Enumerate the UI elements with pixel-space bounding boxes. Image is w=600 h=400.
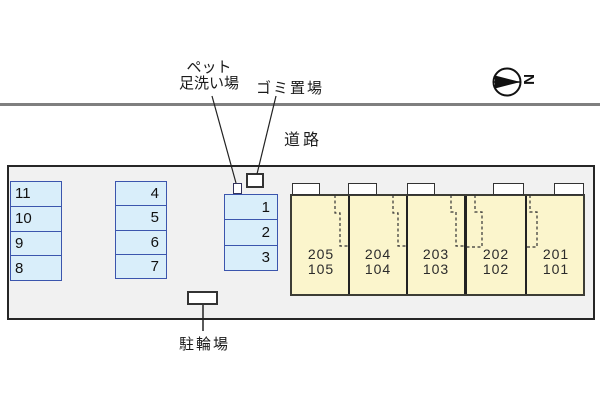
unit-104: 104 (364, 260, 392, 277)
parking-space-7: 7 (116, 253, 166, 278)
porch-unit-203 (407, 183, 435, 195)
unit-103: 103 (422, 260, 450, 277)
parking-space-3: 3 (225, 244, 277, 270)
garbage-box (246, 173, 264, 188)
unit-202: 202 (482, 246, 510, 262)
unit-divider-4 (525, 196, 527, 294)
unit-102: 102 (482, 260, 510, 277)
road-line (0, 103, 600, 106)
unit-201: 201 (542, 246, 570, 262)
unit-divider-1 (348, 196, 350, 294)
unit-101: 101 (542, 260, 570, 277)
apartment-building: 205 105 204 104 203 103 202 102 201 101 (290, 194, 585, 296)
parking-space-4: 4 (150, 185, 159, 203)
unit-label-204-104: 204 104 (349, 247, 407, 276)
pet-wash-box (233, 183, 242, 194)
bicycle-parking-label: 駐輪場 (179, 336, 231, 353)
parking-space-1: 1 (261, 198, 270, 216)
parking-column-middle: 4 5 6 7 (115, 181, 167, 279)
unit-105: 105 (307, 260, 335, 277)
parking-space-8: 8 (11, 255, 61, 280)
porch-unit-204 (348, 183, 377, 195)
pet-wash-label-line2: 足洗い場 (178, 75, 239, 92)
unit-205: 205 (307, 246, 335, 262)
pet-wash-label: ペット 足洗い場 (166, 60, 252, 92)
bicycle-parking-box (187, 291, 218, 305)
parking-column-left: 11 10 9 8 (10, 181, 62, 281)
unit-label-205-105: 205 105 (292, 247, 350, 276)
pet-wash-label-line1: ペット (186, 59, 232, 76)
garbage-leader-line (256, 95, 277, 175)
unit-204: 204 (364, 246, 392, 262)
parking-space-10: 10 (11, 205, 61, 231)
garbage-area-label: ゴミ置場 (256, 80, 325, 97)
porch-unit-201 (554, 183, 584, 195)
road-label: 道路 (284, 132, 323, 149)
parking-space-11: 11 (15, 185, 31, 203)
porch-unit-202 (493, 183, 524, 195)
parking-space-5: 5 (116, 205, 166, 229)
parking-space-2: 2 (225, 219, 277, 244)
parking-column-right: 1 2 3 (224, 194, 278, 271)
unit-divider-2 (406, 196, 408, 294)
parking-space-6: 6 (116, 229, 166, 254)
unit-203: 203 (422, 246, 450, 262)
unit-label-202-102: 202 102 (466, 247, 526, 276)
north-arrow-icon (492, 67, 522, 97)
parking-space-9: 9 (11, 230, 61, 256)
north-letter: N (520, 74, 537, 85)
unit-label-203-103: 203 103 (407, 247, 465, 276)
unit-divider-3 (464, 196, 467, 294)
porch-unit-205 (292, 183, 320, 195)
unit-label-201-101: 201 101 (527, 247, 585, 276)
